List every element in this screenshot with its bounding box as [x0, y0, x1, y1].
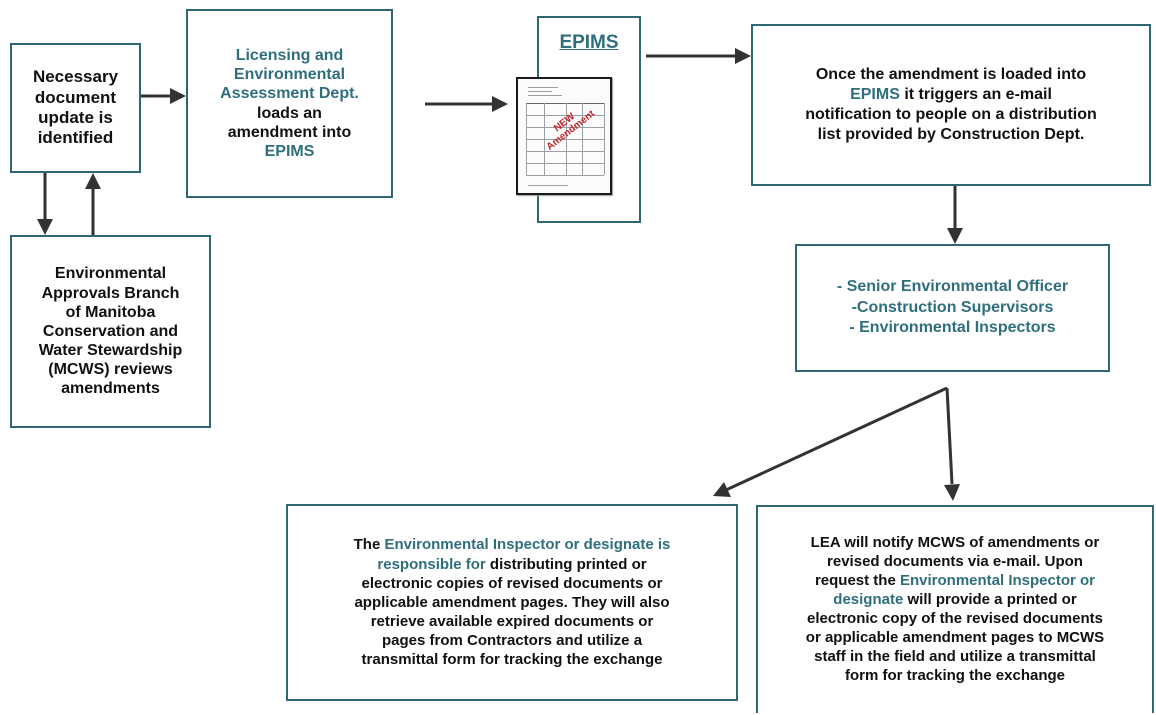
arrow-epims-to-trigger	[646, 48, 751, 64]
approvals-branch-box: Environmental Approvals Branch of Manito…	[10, 235, 211, 428]
notify-line: or applicable amendment pages to MCWS	[805, 628, 1105, 646]
eab-line: (MCWS) reviews	[48, 361, 173, 379]
arrow-trigger-to-recipients	[947, 186, 963, 244]
lea-line: loads an	[257, 104, 322, 122]
notify-line: request the Environmental Inspector or	[806, 572, 1104, 591]
trigger-line: notification to people on a distribution	[805, 106, 1097, 123]
notify-highlight: Environmental Inspector or	[899, 572, 1096, 590]
identify-line: update is	[38, 108, 113, 127]
lea-line: EPIMS	[264, 142, 315, 160]
notify-line: designate will provide a printed or	[806, 591, 1104, 610]
notify-line: form for tracking the exchange	[844, 666, 1066, 684]
eab-line: Approvals Branch	[41, 284, 180, 302]
identify-line: document	[34, 87, 117, 107]
trigger-text: it triggers an e-mail	[899, 86, 1052, 103]
trigger-line: EPIMS it triggers an e-mail	[805, 85, 1097, 105]
inspector-text: and utilize a	[552, 632, 643, 650]
inspector-text: pages from Contractors	[381, 632, 553, 650]
lea-line: Environmental	[233, 66, 346, 84]
notify-line: revised documents via e-mail. Upon	[827, 553, 1083, 571]
recipients-box: - Senior Environmental Officer -Construc…	[795, 244, 1110, 372]
inspector-line: pages from Contractors and utilize a	[354, 631, 671, 650]
identify-update-box: Necessary document update is identified	[10, 43, 141, 173]
notify-text: request the	[814, 572, 900, 590]
amendment-document-thumbnail: NEW Amendment	[516, 77, 612, 195]
notify-line: LEA will notify MCWS of amendments or	[810, 534, 1100, 552]
eab-line: of Manitoba	[65, 303, 156, 321]
inspector-line: electronic copies of revised documents o…	[361, 574, 663, 592]
arrow-lea-to-epims	[425, 96, 508, 112]
arrow-eab-to-identify	[85, 173, 101, 235]
inspector-line: retrieve available expired documents or	[370, 613, 654, 631]
identify-line: Necessary	[32, 67, 119, 87]
mcws-notification-box: LEA will notify MCWS of amendments or re…	[756, 505, 1154, 713]
epims-title: EPIMS	[559, 32, 619, 53]
inspector-line: responsible for distributing printed or	[354, 555, 671, 574]
recipient-environmental-inspectors: - Environmental Inspectors	[849, 319, 1056, 337]
notify-line: electronic copy of the revised documents	[807, 610, 1103, 627]
lea-line: Assessment Dept.	[220, 85, 359, 103]
lea-dept-box: Licensing and Environmental Assessment D…	[186, 9, 393, 198]
recipient-construction-supervisors: -Construction Supervisors	[851, 298, 1054, 316]
eab-line: Water Stewardship	[38, 342, 183, 360]
arrow-identify-to-eab	[37, 173, 53, 235]
epims-link-text: EPIMS	[850, 86, 900, 103]
inspector-line: applicable amendment pages. They will al…	[354, 593, 670, 611]
trigger-line: Once the amendment is loaded into	[815, 66, 1087, 83]
lea-line: Licensing and	[235, 46, 344, 64]
lea-line: amendment into	[227, 123, 352, 141]
recipient-senior-officer: - Senior Environmental Officer	[836, 277, 1069, 295]
notify-text: will provide a printed or	[903, 591, 1077, 609]
notify-line: staff in the field and utilize a transmi…	[814, 647, 1096, 665]
inspector-text: The	[353, 536, 385, 554]
inspector-text: distributing printed or	[485, 555, 647, 573]
identify-line: identified	[37, 128, 114, 148]
inspector-highlight: Environmental Inspector or designate is	[384, 536, 671, 554]
eab-line: amendments	[61, 380, 160, 398]
eab-line: Environmental	[54, 265, 167, 283]
notify-highlight: designate	[833, 591, 904, 609]
email-trigger-box: Once the amendment is loaded into EPIMS …	[751, 24, 1151, 186]
trigger-line: list provided by Construction Dept.	[817, 126, 1085, 143]
arrow-identify-to-lea	[141, 88, 186, 104]
inspector-responsibility-box: The Environmental Inspector or designate…	[286, 504, 738, 701]
inspector-line: transmittal form for tracking the exchan…	[361, 651, 663, 669]
arrow-recipients-to-notify	[944, 387, 960, 501]
eab-line: Conservation and	[42, 322, 179, 340]
inspector-line: The Environmental Inspector or designate…	[354, 535, 671, 554]
arrow-recipients-to-inspector	[713, 386, 948, 497]
inspector-highlight: responsible for	[377, 555, 486, 573]
